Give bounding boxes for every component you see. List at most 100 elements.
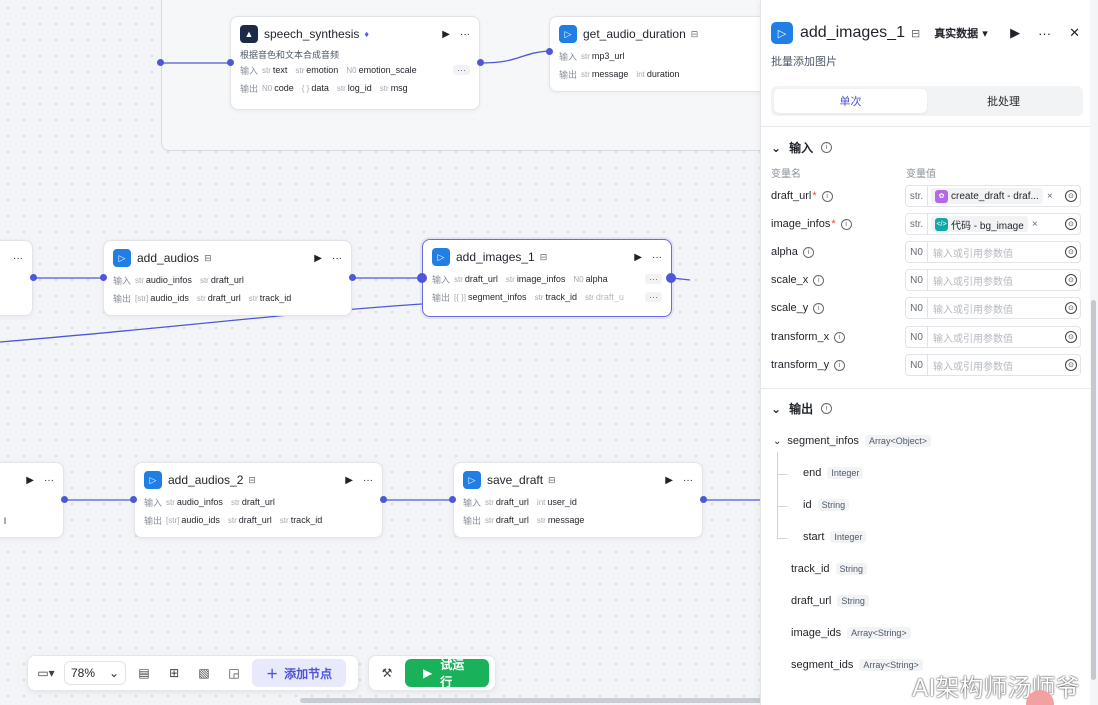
- play-icon[interactable]: ▶: [26, 474, 34, 486]
- menu-icon[interactable]: ···: [652, 251, 662, 263]
- zoom-select[interactable]: 78% ⌄: [64, 661, 127, 685]
- var-value-field[interactable]: str. </> 代码 - bg_image × ⊙: [905, 213, 1081, 235]
- node-partial-top-left[interactable]: ···: [0, 240, 33, 316]
- tab-batch[interactable]: 批处理: [987, 96, 1020, 108]
- output-image-ids: image_ids Array<String>: [791, 627, 911, 639]
- wrench-icon[interactable]: ⚒: [381, 666, 393, 680]
- play-icon[interactable]: ▶: [665, 474, 673, 486]
- workflow-canvas[interactable]: ··· ▶ ··· l ▲ speech_synthesis ♦ ▶ ··· 根…: [0, 0, 760, 705]
- menu-icon[interactable]: ···: [44, 474, 54, 486]
- node-port[interactable]: [666, 273, 676, 283]
- run-toolbar: ⚒ ▶ 试运行: [368, 655, 496, 691]
- node-port[interactable]: [227, 59, 234, 66]
- output-section-header[interactable]: ⌄ 输出 i: [771, 400, 833, 417]
- value-placeholder: 输入或引用参数值: [933, 276, 1013, 288]
- play-icon[interactable]: ▶: [442, 28, 450, 40]
- variable-picker-icon[interactable]: ⊙: [1065, 302, 1077, 314]
- output-segment-infos[interactable]: ⌄ segment_infos Array<Object>: [773, 435, 931, 447]
- minimap-icon[interactable]: ◲: [228, 666, 240, 680]
- node-port[interactable]: [546, 48, 553, 55]
- panel-description: 批量添加图片: [771, 56, 837, 68]
- more-params-chip[interactable]: ···: [645, 274, 662, 284]
- var-name: image_infos: [771, 218, 831, 230]
- menu-icon[interactable]: ···: [460, 28, 470, 40]
- variable-picker-icon[interactable]: ⊙: [1065, 246, 1077, 258]
- play-icon[interactable]: ▶: [634, 251, 642, 263]
- node-port[interactable]: [700, 496, 707, 503]
- var-name: transform_x: [771, 331, 830, 343]
- menu-icon[interactable]: ···: [13, 252, 23, 264]
- menu-icon[interactable]: ···: [363, 474, 373, 486]
- node-port[interactable]: [30, 274, 37, 281]
- more-params-chip[interactable]: ···: [453, 65, 470, 75]
- param-chip: [{ }]segment_infos: [454, 292, 527, 302]
- node-port[interactable]: [349, 274, 356, 281]
- clear-icon[interactable]: ×: [1031, 218, 1038, 230]
- more-params-chip[interactable]: ···: [645, 292, 662, 302]
- variable-picker-icon[interactable]: ⊙: [1065, 190, 1077, 202]
- layout-toggle-button[interactable]: ▭▾: [37, 666, 55, 680]
- horizontal-scrollbar[interactable]: [300, 698, 855, 703]
- variable-picker-icon[interactable]: ⊙: [1065, 274, 1077, 286]
- plugin-badge-icon: ⊟: [539, 251, 548, 262]
- grid-layout-icon[interactable]: ⊞: [169, 666, 180, 680]
- var-value-field[interactable]: N0 输入或引用参数值 ⊙: [905, 297, 1081, 319]
- variable-picker-icon[interactable]: ⊙: [1065, 331, 1077, 343]
- node-port[interactable]: [477, 59, 484, 66]
- param-chip: [str]audio_ids: [166, 515, 220, 525]
- node-port[interactable]: [380, 496, 387, 503]
- image-icon[interactable]: ▧: [198, 666, 210, 680]
- close-icon[interactable]: ✕: [1069, 25, 1080, 40]
- panel-scrollbar-thumb[interactable]: [1091, 300, 1096, 680]
- node-port[interactable]: [130, 496, 137, 503]
- reference-chip[interactable]: </> 代码 - bg_image: [931, 216, 1028, 232]
- info-icon: i: [834, 331, 846, 343]
- var-value-field[interactable]: N0 输入或引用参数值 ⊙: [905, 354, 1081, 376]
- test-run-button[interactable]: ▶ 试运行: [405, 658, 489, 689]
- var-value-field[interactable]: N0 输入或引用参数值 ⊙: [905, 269, 1081, 291]
- node-port[interactable]: [100, 274, 107, 281]
- add-node-button[interactable]: ＋ 添加节点: [252, 659, 347, 687]
- variable-picker-icon[interactable]: ⊙: [1065, 218, 1077, 230]
- node-port[interactable]: [417, 273, 427, 283]
- output-label: 输出: [463, 515, 482, 526]
- var-value-field[interactable]: N0 输入或引用参数值 ⊙: [905, 326, 1081, 348]
- play-icon[interactable]: ▶: [345, 474, 353, 486]
- node-port[interactable]: [449, 496, 456, 503]
- value-placeholder: 输入或引用参数值: [933, 304, 1013, 316]
- var-value-field[interactable]: str. ✿ create_draft - draf... × ⊙: [905, 185, 1081, 207]
- data-mode-select[interactable]: 真实数据 ▾: [934, 25, 988, 41]
- node-port[interactable]: [157, 59, 164, 66]
- play-icon[interactable]: ▶: [1010, 25, 1021, 40]
- reference-chip[interactable]: ✿ create_draft - draf...: [931, 188, 1043, 204]
- comment-icon[interactable]: ▤: [138, 666, 150, 680]
- var-value-field[interactable]: N0 输入或引用参数值 ⊙: [905, 241, 1081, 263]
- more-icon[interactable]: ···: [1038, 25, 1052, 41]
- menu-icon[interactable]: ···: [332, 252, 342, 264]
- play-icon[interactable]: ▶: [314, 252, 322, 264]
- node-speech-synthesis[interactable]: ▲ speech_synthesis ♦ ▶ ··· 根据音色和文本合成音频 输…: [230, 16, 480, 110]
- plugin-icon: ▲: [240, 25, 258, 43]
- tab-single[interactable]: 单次: [774, 89, 927, 113]
- menu-icon[interactable]: ···: [683, 474, 693, 486]
- input-label: 输入: [113, 275, 132, 286]
- node-partial-bottom-left[interactable]: ▶ ··· l: [0, 462, 64, 538]
- node-port[interactable]: [61, 496, 68, 503]
- variable-picker-icon[interactable]: ⊙: [1065, 359, 1077, 371]
- input-section-header[interactable]: ⌄ 输入 i: [771, 139, 833, 156]
- clear-icon[interactable]: ×: [1046, 190, 1053, 202]
